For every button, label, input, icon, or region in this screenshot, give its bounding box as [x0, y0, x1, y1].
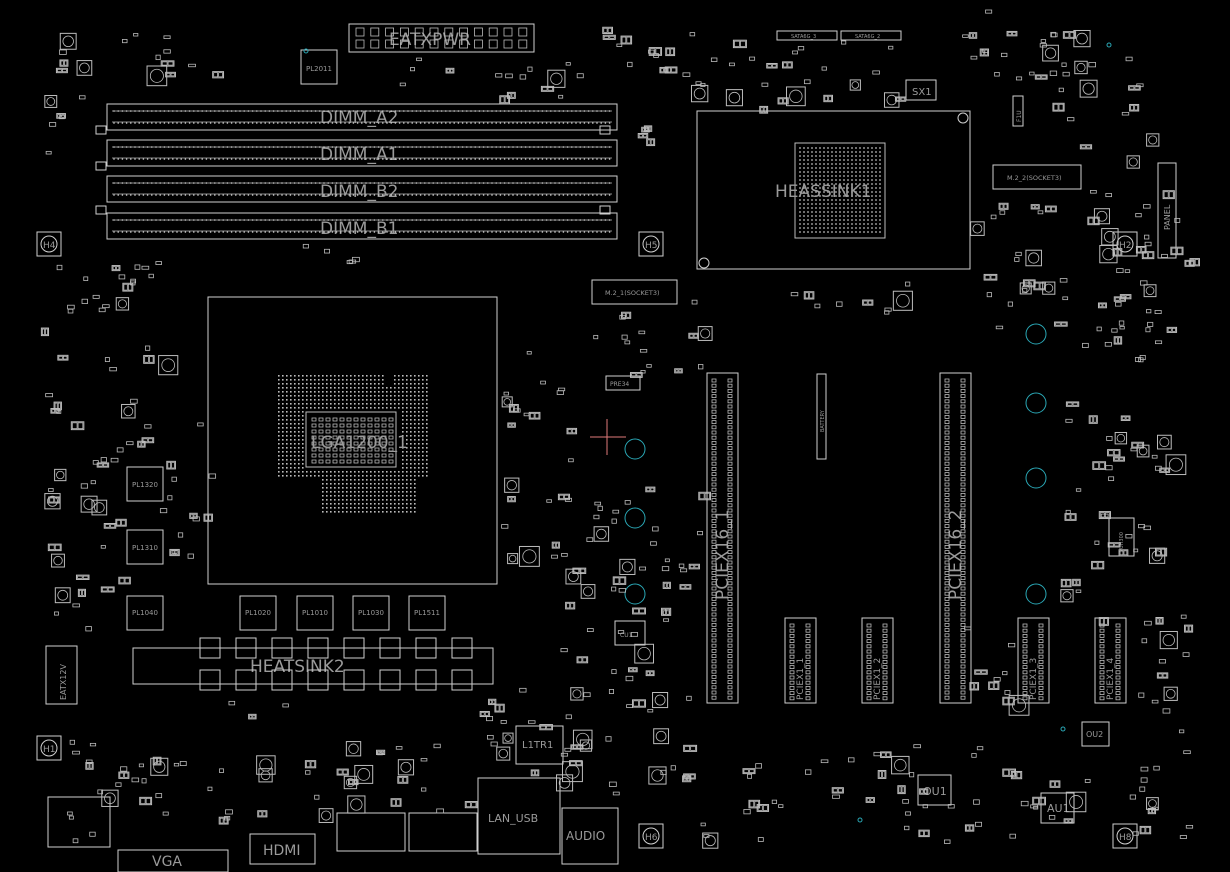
h5-label: H5 — [645, 241, 658, 251]
vga-label: VGA — [152, 854, 182, 870]
hdmi-label: HDMI — [263, 843, 301, 859]
cyan-markers — [303, 42, 1112, 823]
cu1-label: CU1 — [620, 632, 633, 639]
dimm-b1: DIMM_B1 — [106, 212, 618, 240]
ou2-label: OU2 — [1086, 730, 1103, 739]
vrm-heatsink: HEATSINK2 — [132, 637, 494, 691]
au1-label: AU1 — [1047, 802, 1070, 815]
battery-label: BATTERY — [820, 409, 826, 432]
h4-label: H4 — [43, 241, 56, 251]
dimm-a2: DIMM_A2 — [95, 103, 618, 135]
h6-label: H6 — [645, 833, 658, 843]
fiu-label: F1U — [1016, 110, 1023, 122]
lan-usb-label: LAN_USB — [488, 812, 538, 825]
h8-label: H8 — [1119, 833, 1132, 843]
dimm-a1: DIMM_A1 — [95, 139, 618, 171]
pl1010-label: PL1010 — [302, 609, 328, 617]
sata-a-label: SATA6G_3 — [791, 34, 816, 40]
pciex1-1-label: PCIEX1_1 — [796, 658, 806, 700]
misc-ics: AU1 OU1 OU2 PUH300 PRE34 CU1 PANEL SATA6… — [605, 30, 1177, 824]
heatsink1-label: HEASSINK1 — [775, 182, 871, 202]
pciex1-3-label: PCIEX1_3 — [1029, 658, 1039, 700]
pl1511-label: PL1511 — [414, 609, 440, 617]
dimm-slots: DIMM_A2 DIMM_A1 DIMM_B2 DIMM_B1 — [95, 103, 618, 240]
l1tr1-label: L1TR1 — [522, 740, 553, 751]
pl1020-label: PL1020 — [245, 609, 271, 617]
battery-holder: BATTERY — [816, 373, 827, 460]
pl1030-label: PL1030 — [358, 609, 384, 617]
dimm-a1-label: DIMM_A1 — [320, 145, 398, 165]
pcie2-label: PCIEX16_2 — [946, 510, 966, 600]
panel-label: PANEL — [1163, 204, 1172, 230]
mounting-holes: H4 H5 H2 H1 H6 H8 — [36, 231, 1138, 849]
m2-1-label: M.2_1(SOCKET3) — [605, 289, 660, 297]
m2-2-label: M.2_2(SOCKET3) — [1007, 174, 1062, 182]
m2-slots: M.2_1(SOCKET3) M.2_2(SOCKET3) — [591, 164, 1082, 305]
sx1-chip: SX1 — [905, 79, 937, 101]
vrm-chokes: PL1320 PL1310 PL1040 PL1020 PL1010 PL103… — [126, 49, 446, 631]
pcie-slots: PCIEX16_1 PCIEX16_2 PCIEX1_1 PCIEX1_2 PC… — [706, 372, 1127, 704]
cpu-socket-label: LGA1200_1 — [311, 433, 408, 453]
eatxpwr-connector: EATXPWR — [348, 23, 535, 53]
sx1-label: SX1 — [912, 87, 932, 98]
ou1-label: OU1 — [923, 785, 947, 798]
heatsink2-label: HEATSINK2 — [250, 657, 345, 677]
puh300-label: PUH300 — [1119, 532, 1125, 552]
pl2011-label: PL2011 — [306, 65, 332, 73]
sata-b-label: SATA6G_2 — [855, 34, 880, 40]
dimm-b1-label: DIMM_B1 — [320, 219, 398, 239]
pl1310-label: PL1310 — [132, 544, 158, 552]
pl1040-label: PL1040 — [132, 609, 158, 617]
rear-io: EATX12V HDMI VGA LAN_USB AUDIO L1TR1 — [45, 645, 619, 872]
pl1320-label: PL1320 — [132, 481, 158, 489]
eatx12v-label: EATX12V — [59, 664, 68, 700]
pciex1-2-label: PCIEX1_2 — [873, 658, 883, 700]
pre34-label: PRE34 — [610, 381, 629, 388]
dimm-b2: DIMM_B2 — [95, 175, 618, 215]
pciex1-4-label: PCIEX1_4 — [1106, 658, 1116, 700]
h1-label: H1 — [43, 745, 56, 755]
audio-label: AUDIO — [566, 829, 605, 843]
h2-label: H2 — [1119, 241, 1132, 251]
pcie1-label: PCIEX16_1 — [713, 510, 733, 600]
smd-components — [40, 9, 1200, 849]
dimm-b2-label: DIMM_B2 — [320, 182, 398, 202]
cpu-socket: LGA1200_1 — [207, 296, 626, 585]
chipset-area: HEASSINK1 — [696, 110, 971, 270]
